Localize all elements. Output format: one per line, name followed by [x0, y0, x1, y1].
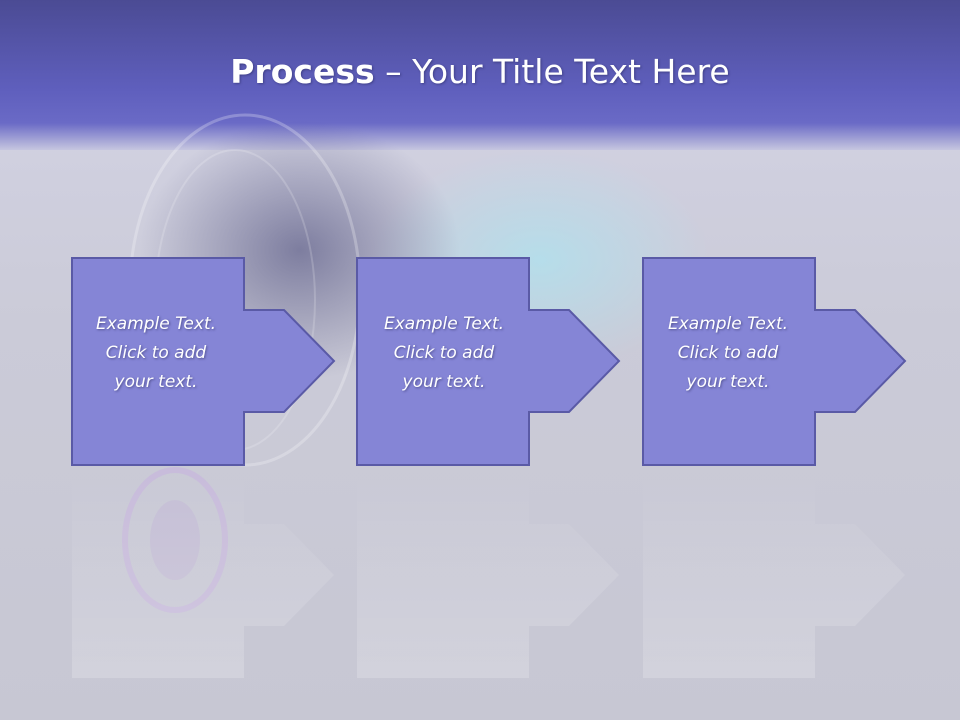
title-banner [0, 0, 960, 150]
step-1-arrow-box[interactable] [71, 257, 336, 466]
title-rest-part: – Your Title Text Here [374, 52, 730, 91]
step-1-text[interactable]: Example Text. Click to add your text. [70, 310, 242, 397]
step-2-reflection [357, 471, 619, 678]
step-1-line-2: Click to add [105, 343, 207, 363]
step-2-arrow-box[interactable] [356, 257, 621, 466]
step-3-line-3: your text. [686, 372, 770, 392]
step-1-reflection [72, 471, 334, 678]
step-1-line-1: Example Text. [95, 314, 217, 334]
slide-title[interactable]: Process – Your Title Text Here [0, 52, 960, 91]
step-2-line-1: Example Text. [383, 314, 505, 334]
step-3-reflection [643, 471, 905, 678]
step-3-text[interactable]: Example Text. Click to add your text. [642, 310, 814, 397]
step-1-line-3: your text. [114, 372, 198, 392]
step-3-arrow-box[interactable] [642, 257, 907, 466]
title-bold-part: Process [230, 52, 375, 91]
step-2-line-2: Click to add [393, 343, 495, 363]
step-3-line-2: Click to add [677, 343, 779, 363]
step-2-line-3: your text. [402, 372, 486, 392]
step-2-text[interactable]: Example Text. Click to add your text. [358, 310, 530, 397]
step-3-line-1: Example Text. [667, 314, 789, 334]
